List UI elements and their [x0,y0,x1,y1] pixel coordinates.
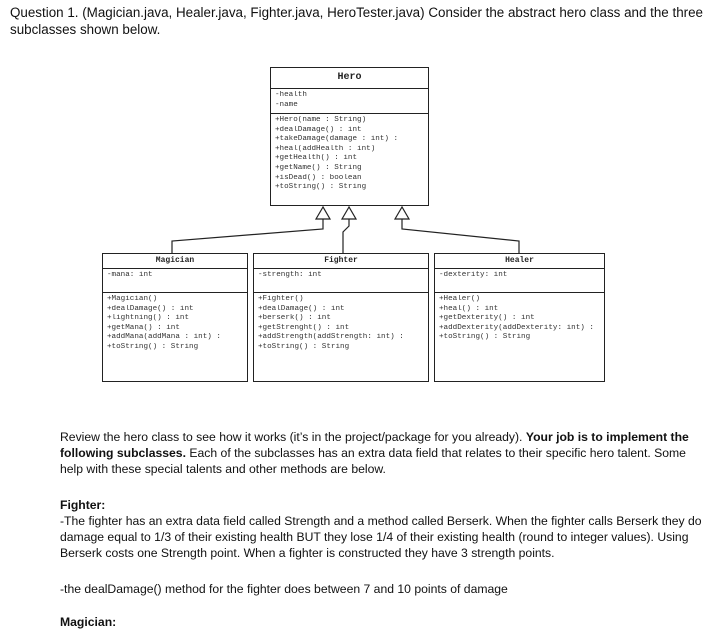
fighter-method: +dealDamage() : int [258,304,345,313]
review-rest: Each of the subclasses has an extra data… [60,446,686,476]
hero-methods: +Hero(name : String) +dealDamage() : int… [271,114,428,195]
fighter-heading: Fighter: [60,498,106,512]
healer-method: +addDexterity(addDexterity: int) : [439,323,594,332]
hero-method: +isDead() : boolean [275,173,362,182]
fighter-method: +Fighter() [258,295,304,303]
review-intro: Review the hero class to see how it work… [60,430,523,444]
fighter-class-box: Fighter -strength: int +Fighter() +dealD… [253,253,429,382]
magician-method: +dealDamage() : int [107,304,194,313]
magician-method: +lightning() : int [107,314,190,323]
hero-method: +dealDamage() : int [275,125,362,134]
healer-inherit-arrow [393,205,411,220]
fighter-method: +toString() : String [258,342,350,351]
hero-fields: -health -name [271,89,428,114]
fighter-method: +getStrenght() : int [258,323,350,332]
magician-method: +Magician() [107,295,158,303]
question-files: (Magician.java, Healer.java, Fighter.jav… [82,5,425,20]
fighter-fields: -strength: int [254,269,428,293]
fighter-field: -strength: int [258,271,322,279]
hero-method: +heal(addHealth : int) [275,144,376,153]
hero-method: +getName() : String [275,163,362,172]
magician-method: +getMana() : int [107,323,180,332]
hero-class-box: Hero -health -name +Hero(name : String) … [270,67,429,206]
inheritance-arrows [171,205,520,253]
healer-fields: -dexterity: int [435,269,604,293]
hero-field: -name [275,100,298,109]
magician-method: +toString() : String [107,342,199,351]
healer-method: +Healer() [439,295,481,303]
question-header: Question 1. (Magician.java, Healer.java,… [10,4,705,38]
fighter-methods: +Fighter() +dealDamage() : int +berserk(… [254,293,428,355]
magician-class-box: Magician -mana: int +Magician() +dealDam… [102,253,248,382]
magician-field: -mana: int [107,271,153,279]
hero-method: +getHealth() : int [275,154,358,163]
healer-connector [401,219,520,253]
healer-method: +getDexterity() : int [439,314,535,323]
magician-fields: -mana: int [103,269,247,293]
review-emphasis: Your job is to implement the following s… [60,430,689,460]
fighter-class-name: Fighter [254,254,428,269]
magician-methods: +Magician() +dealDamage() : int +lightni… [103,293,247,355]
healer-field: -dexterity: int [439,271,508,279]
magician-class-name: Magician [103,254,247,269]
fighter-inherit-arrow [340,205,358,220]
hero-method: +takeDamage(damage : int) : [275,135,399,144]
healer-methods: +Healer() +heal() : int +getDexterity() … [435,293,604,345]
magician-heading: Magician: [60,615,117,629]
fighter-damage-note: -the dealDamage() method for the fighter… [60,582,508,596]
hero-method: +toString() : String [275,183,367,192]
magician-method: +addMana(addMana : int) : [107,333,221,342]
fighter-method: +berserk() : int [258,314,331,323]
healer-method: +toString() : String [439,333,531,342]
healer-class-box: Healer -dexterity: int +Healer() +heal()… [434,253,605,382]
question-label: Question 1. [10,5,79,20]
fighter-method: +addStrength(addStrength: int) : [258,333,404,342]
magician-inherit-arrow [314,205,332,220]
fighter-connector [342,219,350,253]
hero-class-name: Hero [271,68,428,89]
review-paragraph: Review the hero class to see how it work… [60,429,710,477]
healer-class-name: Healer [435,254,604,269]
fighter-description: -The fighter has an extra data field cal… [60,514,702,560]
hero-method: +Hero(name : String) [275,116,367,124]
hero-field: -health [275,91,307,99]
magician-connector [171,219,324,253]
healer-method: +heal() : int [439,304,499,313]
question-text: Consider the abstract hero class and the… [10,5,703,37]
